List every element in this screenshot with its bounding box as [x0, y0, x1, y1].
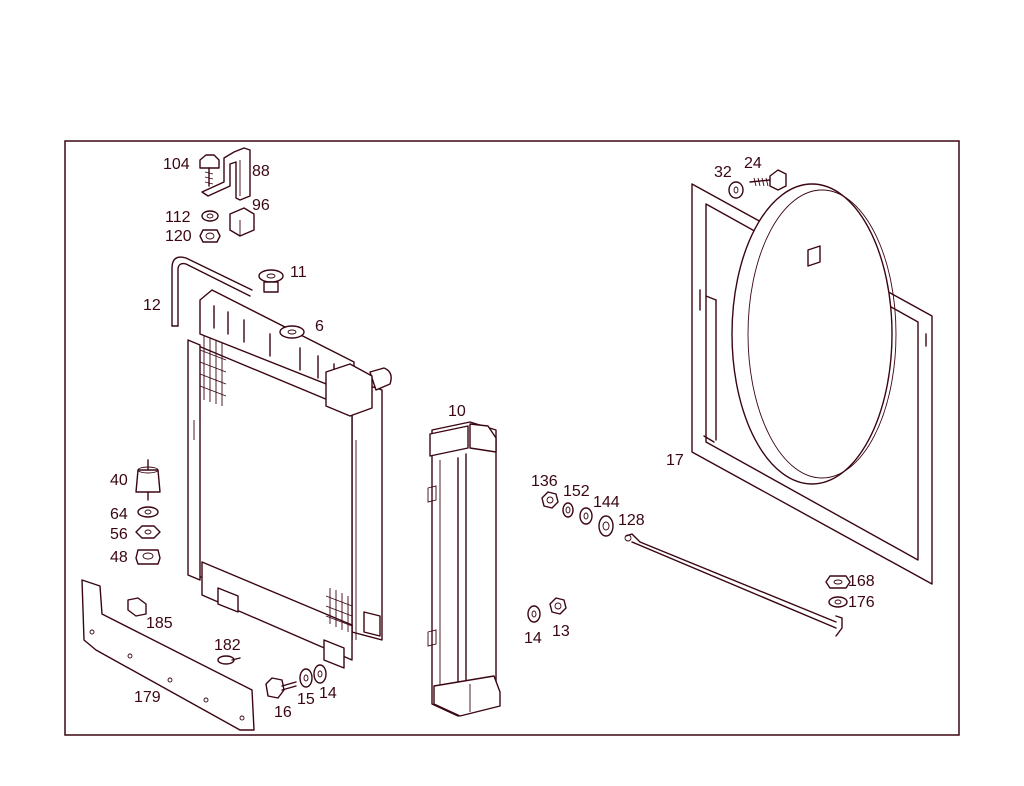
fan-shroud-icon [691, 183, 933, 585]
washer-64-icon [137, 506, 159, 518]
callout-144: 144 [593, 494, 620, 511]
callout-15: 15 [297, 691, 315, 708]
callout-11: 11 [290, 264, 307, 281]
screw-24-icon [749, 169, 787, 191]
callout-152: 152 [563, 483, 590, 500]
rivet-182-icon [217, 655, 241, 665]
panel-179-icon [81, 579, 255, 731]
washer-32-icon [728, 181, 744, 199]
callout-48: 48 [110, 549, 128, 566]
callout-56: 56 [110, 526, 128, 543]
washer-14a-icon [313, 664, 327, 684]
bolt-16-icon [265, 677, 297, 699]
callout-96: 96 [252, 197, 270, 214]
callout-13: 13 [552, 623, 570, 640]
nut-168-icon [825, 575, 851, 589]
washer-112-icon [201, 210, 219, 222]
stay-rod-icon [624, 533, 843, 637]
callout-6: 6 [315, 318, 324, 335]
hose-12-icon [171, 256, 253, 327]
washer-15-icon [299, 668, 313, 688]
washer-176-icon [828, 596, 848, 608]
callout-176: 176 [848, 594, 875, 611]
callout-88: 88 [252, 163, 270, 180]
callout-14-right: 14 [524, 630, 542, 647]
callout-32: 32 [714, 164, 732, 181]
nut-120-icon [199, 229, 221, 243]
core-fins-bottom-right [325, 588, 353, 632]
clip-185-icon [127, 597, 147, 617]
callout-64: 64 [110, 506, 128, 523]
nut-136-icon [541, 491, 559, 509]
callout-14-left: 14 [319, 685, 337, 702]
oil-cooler-icon [427, 421, 501, 717]
callout-16: 16 [274, 704, 292, 721]
callout-112: 112 [165, 209, 191, 226]
callout-168: 168 [848, 573, 875, 590]
nut-13-icon [549, 597, 567, 615]
pad-96-icon [229, 207, 255, 237]
callout-104: 104 [163, 156, 190, 173]
core-fins-top-left [199, 336, 227, 406]
callout-179: 179 [134, 689, 161, 706]
nut-48-icon [135, 549, 161, 565]
callout-182: 182 [214, 637, 241, 654]
callout-17: 17 [666, 452, 684, 469]
callout-185: 185 [146, 615, 173, 632]
callout-136: 136 [531, 473, 558, 490]
callout-128: 128 [618, 512, 645, 529]
bracket-88-icon [201, 147, 251, 201]
mount-40-icon [135, 459, 161, 501]
bolt-104-icon [199, 154, 220, 187]
washer-14b-icon [527, 605, 541, 623]
lockwasher-56-icon [135, 525, 161, 539]
callout-120: 120 [165, 228, 192, 245]
washer-152-icon [562, 502, 574, 518]
grommet-128-icon [598, 515, 614, 537]
diagram-frame [64, 140, 960, 736]
callout-10: 10 [448, 403, 466, 420]
radiator-icon [187, 289, 392, 669]
callout-24: 24 [744, 155, 762, 172]
washer-144-icon [579, 507, 593, 525]
cap-11-icon [258, 269, 284, 293]
callout-12: 12 [143, 297, 161, 314]
callout-40: 40 [110, 472, 128, 489]
